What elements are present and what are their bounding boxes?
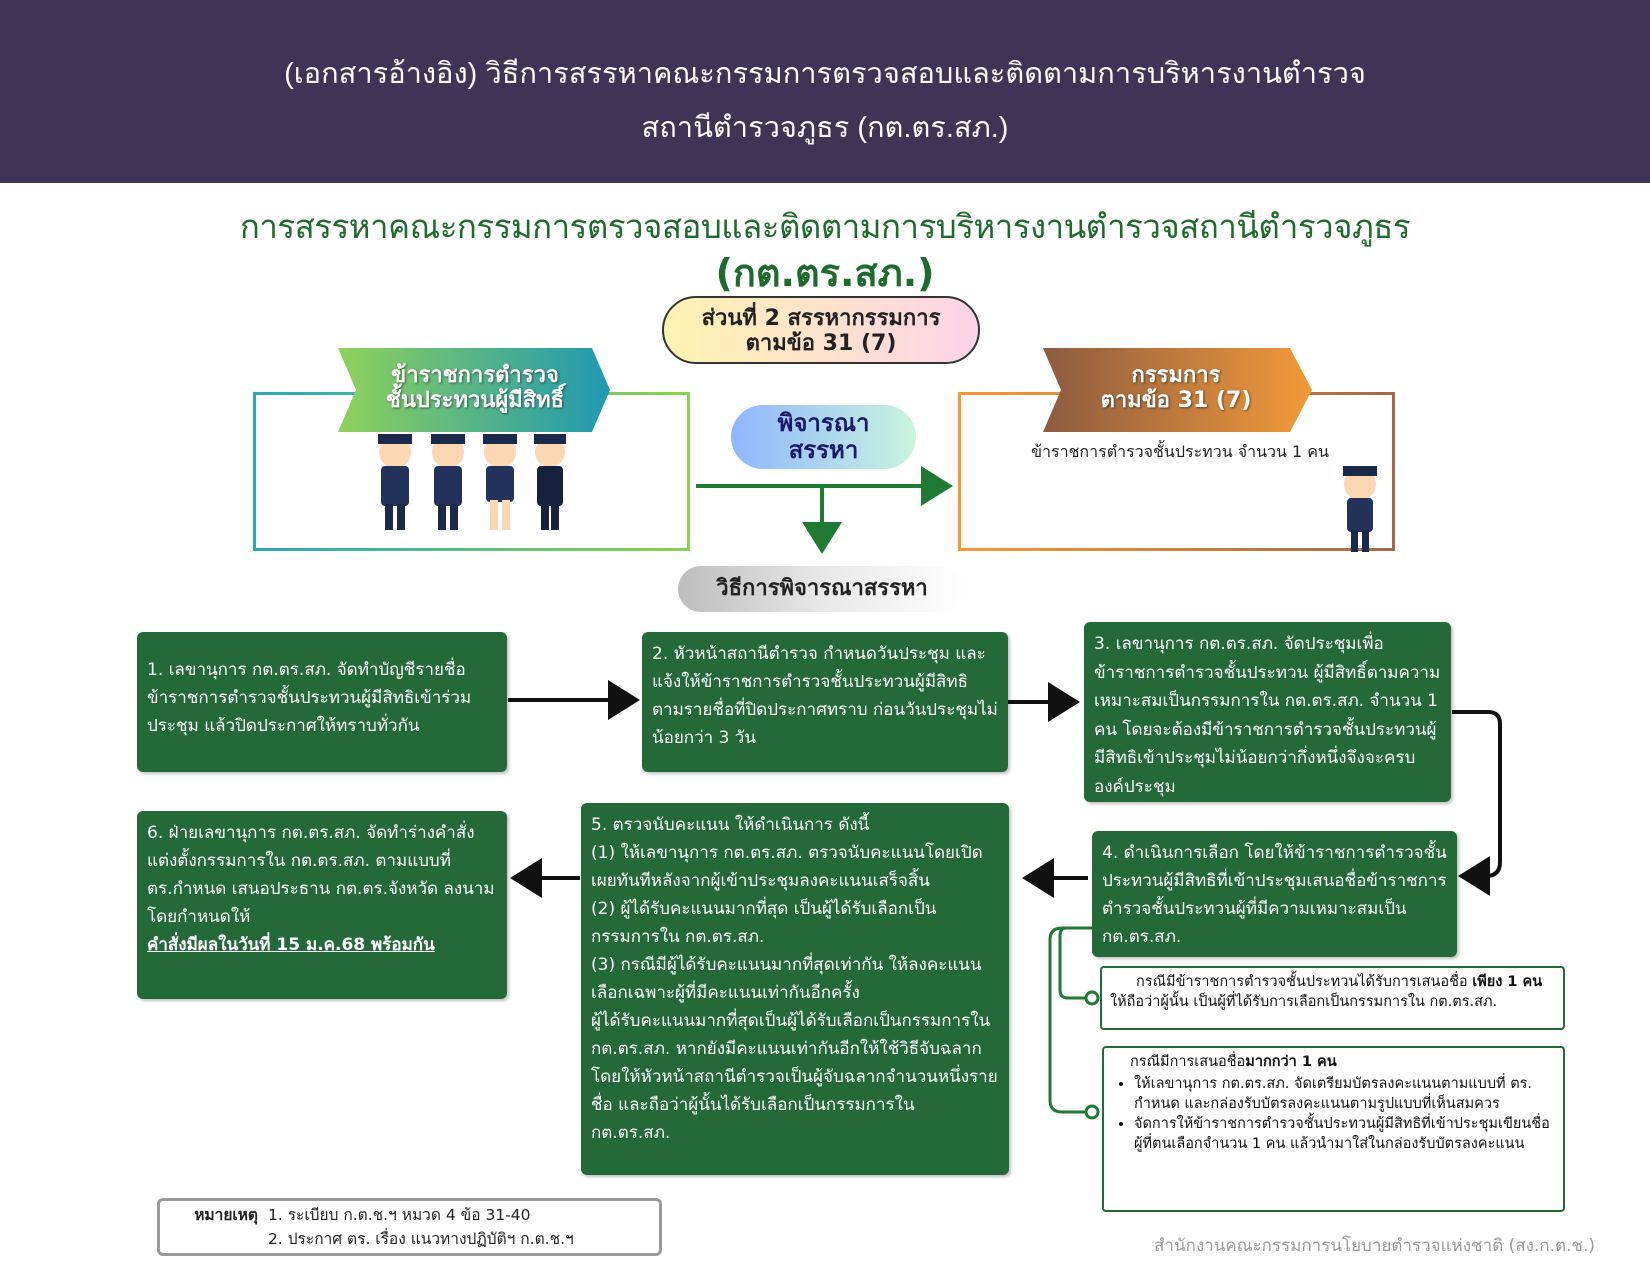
case-many-emph: มากกว่า 1 คน [1245,1054,1337,1070]
case-one-line1: กรณีมีข้าราชการตำรวจชั้นประทวนได้รับการเ… [1110,972,1555,992]
arrow-3-to-4 [1452,710,1502,896]
step-5-heading: 5. ตรวจนับคะแนน ให้ดำเนินการ ดังนี้ [591,815,870,835]
case-many-bullet-2: จัดการให้ข้าราชการตำรวจชั้นประทวนผู้มีสิ… [1134,1114,1555,1154]
left-ribbon-line1: ข้าราชการตำรวจ [391,363,559,388]
case-many-bullet-1: ให้เลขานุการ กต.ตร.สภ. จัดเตรียมบัตรลงคะ… [1134,1074,1555,1114]
committee-member-note: ข้าราชการตำรวจชั้นประทวน จำนวน 1 คน [1031,442,1329,461]
right-ribbon-line1: กรรมการ [1131,363,1221,388]
eligible-officers-panel [253,392,690,551]
case-many-nominees-box: กรณีมีการเสนอชื่อมากกว่า 1 คน ให้เลขานุก… [1102,1046,1565,1212]
header-title-line2: สถานีตำรวจภูธร (กต.ตร.สภ.) [641,112,1009,144]
step-6-effective-date: คำสั่งมีผลในวันที่ 15 ม.ค.68 พร้อมกัน [147,935,435,955]
page-title: การสรรหาคณะกรรมการตรวจสอบและติดตามการบริ… [239,207,1411,246]
part-label-line2: ตามข้อ 31 (7) [745,331,897,356]
header-banner: (เอกสารอ้างอิง) วิธีการสรรหาคณะกรรมการตร… [0,0,1650,183]
remark-row-2: 2. ประกาศ ตร. เรื่อง แนวทางปฏิบัติฯ ก.ต.… [170,1227,649,1251]
part-label: ส่วนที่ 2 สรรหากรรมการ ตามข้อ 31 (7) [662,296,980,364]
method-label: วิธีการพิจารณาสรรหา [678,566,966,612]
remark-item-1: 1. ระเบียบ ก.ต.ช.ฯ หมวด 4 ข้อ 31-40 [268,1206,531,1224]
case-one-line2: ให้ถือว่าผู้นั้น เป็นผู้ที่ได้รับการเลือ… [1110,994,1498,1010]
step-6-box: 6. ฝ่ายเลขานุการ กต.ตร.สภ. จัดทำร่างคำสั… [137,811,507,999]
consider-select-pill: พิจารณา สรรหา [731,405,916,469]
police-officer-icon [1343,466,1377,552]
branch-dot-many [1084,1104,1100,1120]
step-1-box: 1. เลขานุการ กต.ตร.สภ. จัดทำบัญชีรายชื่อ… [137,632,507,772]
consider-line2: สรรหา [788,436,859,464]
committee-member-panel [958,392,1395,551]
part-label-line1: ส่วนที่ 2 สรรหากรรมการ [701,306,941,331]
case-many-heading: กรณีมีการเสนอชื่อมากกว่า 1 คน [1112,1052,1555,1072]
step-6-text: 6. ฝ่ายเลขานุการ กต.ตร.สภ. จัดทำร่างคำสั… [147,823,495,927]
right-ribbon-line2: ตามข้อ 31 (7) [1100,388,1252,413]
step-3-text: 3. เลขานุการ กต.ตร.สภ. จัดประชุมเพื่อข้า… [1094,634,1441,797]
consider-line1: พิจารณา [777,409,870,437]
step-4-text: 4. ดำเนินการเลือก โดยให้ข้าราชการตำรวจชั… [1102,843,1447,947]
step-5-item-4: ผู้ได้รับคะแนนมากที่สุดเป็นผู้ได้รับเลือ… [591,1011,998,1143]
remark-label: หมายเหตุ [194,1206,258,1224]
header-title-line1: (เอกสารอ้างอิง) วิธีการสรรหาคณะกรรมการตร… [284,58,1366,90]
step-4-box: 4. ดำเนินการเลือก โดยให้ข้าราชการตำรวจชั… [1092,831,1457,957]
case-many-list: ให้เลขานุการ กต.ตร.สภ. จัดเตรียมบัตรลงคะ… [1112,1074,1555,1154]
right-ribbon-label: กรรมการ ตามข้อ 31 (7) [1060,363,1292,413]
step-5-item-3: (3) กรณีมีผู้ได้รับคะแนนมากที่สุดเท่ากัน… [591,955,982,1003]
left-ribbon-line2: ชั้นประทวนผู้มีสิทธิ์ [385,388,565,413]
remark-row-1: หมายเหตุ 1. ระเบียบ ก.ต.ช.ฯ หมวด 4 ข้อ 31… [170,1203,649,1227]
step-5-item-2: (2) ผู้ได้รับคะแนนมากที่สุด เป็นผู้ได้รั… [591,899,937,947]
step-2-text: 2. หัวหน้าสถานีตำรวจ กำหนดวันประชุม และแ… [652,644,998,748]
step-2-box: 2. หัวหน้าสถานีตำรวจ กำหนดวันประชุม และแ… [642,632,1008,772]
case-many-text: กรณีมีการเสนอชื่อ [1130,1054,1246,1070]
branch-connector [1048,926,1092,1114]
step-5-box: 5. ตรวจนับคะแนน ให้ดำเนินการ ดังนี้ (1) … [581,803,1009,1175]
case-one-text: กรณีมีข้าราชการตำรวจชั้นประทวนได้รับการเ… [1136,974,1473,990]
branch-dot-one [1084,990,1100,1006]
remark-item-2: 2. ประกาศ ตร. เรื่อง แนวทางปฏิบัติฯ ก.ต.… [268,1230,574,1248]
page-title-abbr: (กต.ตร.สภ.) [715,251,935,295]
footer-organization: สำนักงานคณะกรรมการนโยบายตำรวจแห่งชาติ (ส… [1154,1236,1595,1256]
left-ribbon-label: ข้าราชการตำรวจ ชั้นประทวนผู้มีสิทธิ์ [355,363,595,413]
remark-box: หมายเหตุ 1. ระเบียบ ก.ต.ช.ฯ หมวด 4 ข้อ 31… [157,1198,662,1256]
case-one-emph: เพียง 1 คน [1472,974,1543,990]
step-5-item-1: (1) ให้เลขานุการ กต.ตร.สภ. ตรวจนับคะแนนโ… [591,843,983,891]
step-3-box: 3. เลขานุการ กต.ตร.สภ. จัดประชุมเพื่อข้า… [1084,622,1451,802]
case-one-nominee-box: กรณีมีข้าราชการตำรวจชั้นประทวนได้รับการเ… [1100,966,1565,1030]
step-1-text: 1. เลขานุการ กต.ตร.สภ. จัดทำบัญชีรายชื่อ… [147,660,472,736]
